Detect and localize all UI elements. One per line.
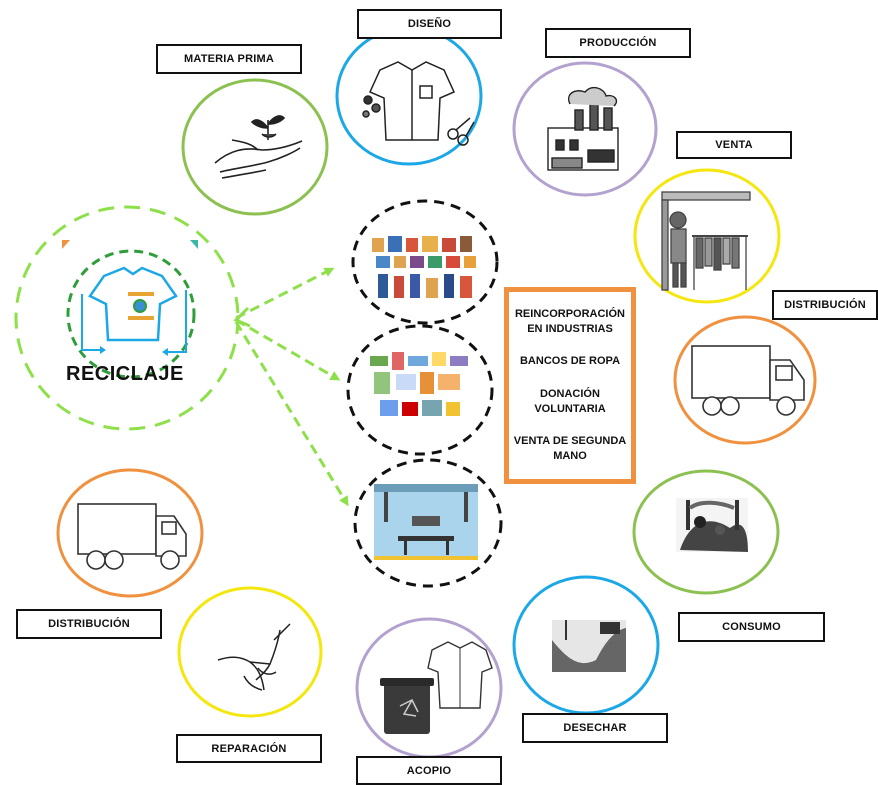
factory-icon (547, 86, 619, 171)
label-desechar: DESECHAR (522, 713, 668, 743)
landfill-people-icon (676, 498, 748, 552)
corner-tab-right-icon (190, 240, 198, 249)
label-reparacion: REPARACIÓN (176, 734, 322, 763)
arrow-to-clothing-bank (235, 318, 341, 381)
produccion-circle (512, 61, 658, 197)
corner-tab-left-icon (62, 240, 70, 249)
arrow-back-head (233, 306, 251, 328)
sewing-hands-icon (217, 623, 291, 691)
label-materia-prima: MATERIA PRIMA (156, 44, 302, 74)
materia-prima-circle (181, 78, 329, 216)
label-diseno: DISEÑO (357, 9, 502, 39)
shirt-scissors-icon (362, 61, 475, 146)
clothing-bank-circle (346, 324, 494, 456)
hands-sprout-icon (214, 115, 303, 179)
arrow-to-donation (234, 321, 349, 507)
label-acopio: ACOPIO (356, 756, 502, 785)
label-distribucion-right: DISTRIBUCIÓN (772, 290, 878, 320)
textile-bank-icon (370, 352, 468, 416)
distribucion-right-circle (673, 315, 817, 445)
landfill-icon (552, 620, 626, 672)
label-consumo: CONSUMO (678, 612, 825, 642)
sorting-plant-icon (374, 484, 478, 560)
label-venta: VENTA (676, 131, 792, 159)
action-donacion: DONACIÓN VOLUNTARIA (534, 387, 606, 415)
recycling-actions-box: REINCORPORACIÓN EN INDUSTRIAS BANCOS DE … (504, 287, 636, 484)
donation-circle (353, 458, 503, 588)
consumo-circle (632, 469, 780, 595)
action-venta-segunda-mano: VENTA DE SEGUNDA MANO (513, 435, 627, 463)
recycle-title: RECICLAJE (66, 363, 184, 385)
trash-bin-shirt-icon (380, 641, 493, 734)
tshirt-recycle-icon (81, 266, 187, 356)
industry-workers-icon (372, 236, 476, 298)
truck-left-icon (77, 503, 187, 570)
arrow-to-industry (235, 267, 335, 320)
action-reincorporacion: REINCORPORACIÓN EN INDUSTRIAS (514, 307, 625, 335)
distribucion-left-circle (56, 468, 204, 598)
label-distribucion-left: DISTRIBUCIÓN (16, 609, 162, 639)
reparacion-circle (177, 586, 323, 718)
label-produccion: PRODUCCIÓN (545, 28, 691, 58)
action-bancos-de-ropa: BANCOS DE ROPA (519, 355, 621, 368)
venta-circle (633, 168, 781, 304)
truck-right-icon (691, 345, 805, 416)
recycle-inner-dashed-circle (66, 249, 196, 379)
clothing-store-icon (661, 191, 751, 291)
industry-circle (351, 199, 499, 325)
